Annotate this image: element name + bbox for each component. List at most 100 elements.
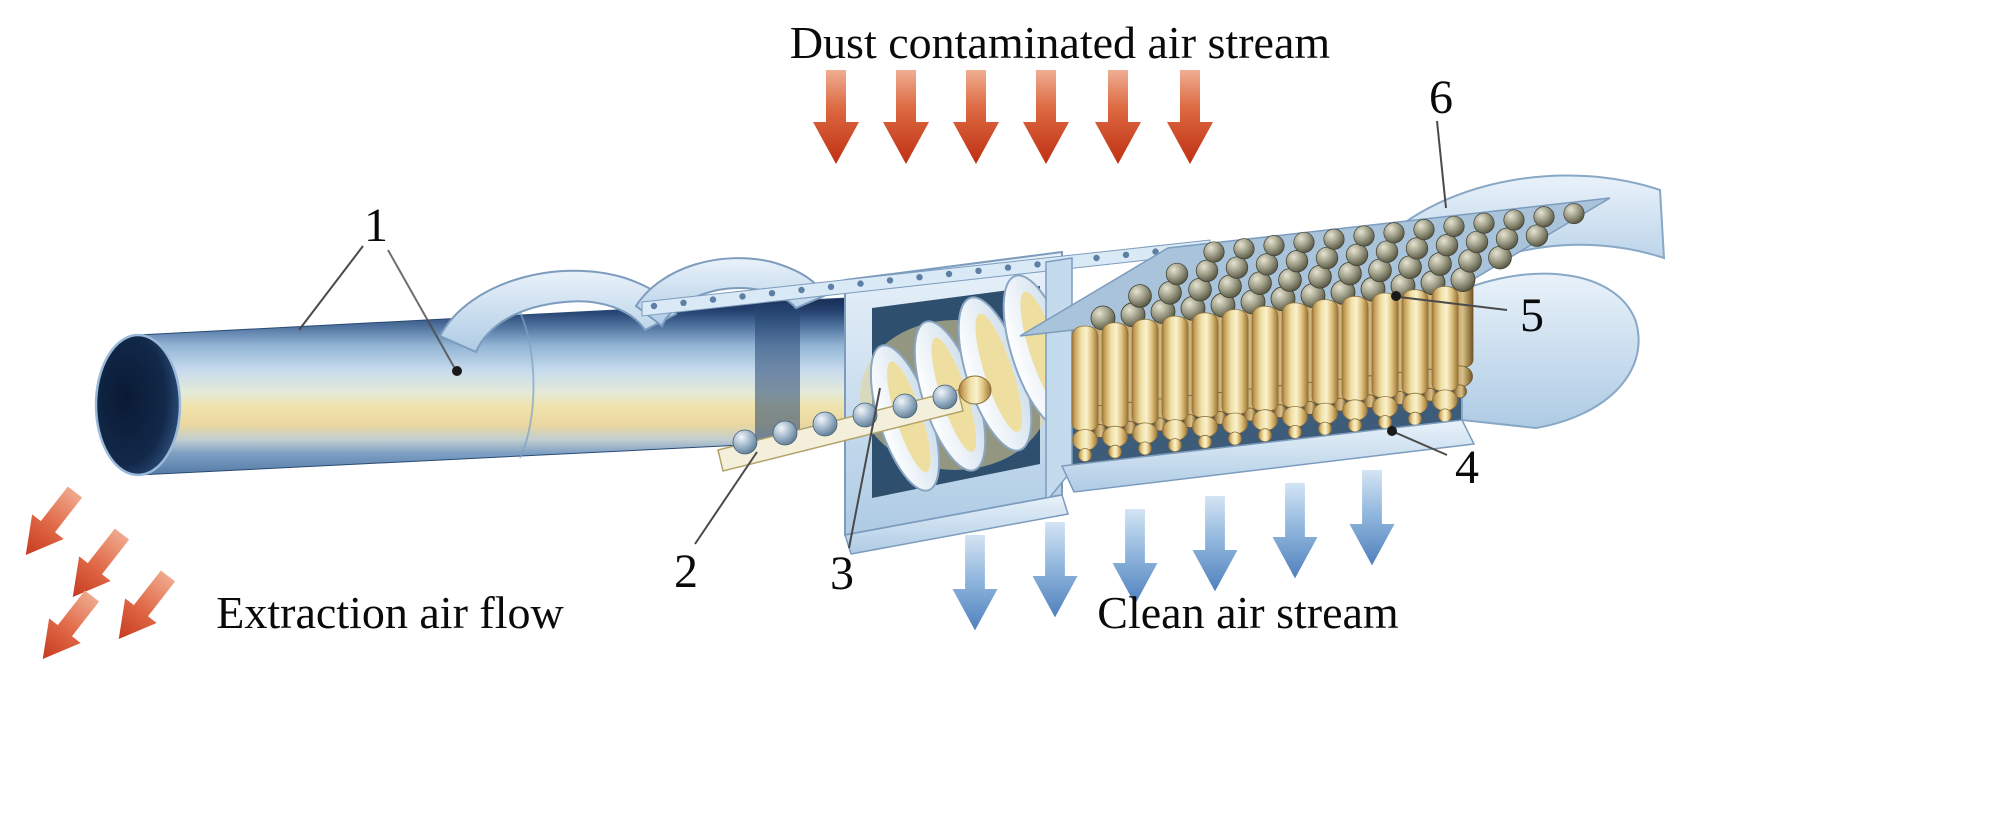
rivet [1034, 261, 1041, 268]
extraction-arrow [102, 563, 184, 652]
rivet [857, 280, 864, 287]
clean-arrow [1192, 496, 1238, 592]
duct-open-end [94, 333, 182, 477]
leader-5 [1398, 296, 1508, 311]
cyclone-cap [1195, 259, 1219, 282]
leader-1b [387, 249, 455, 368]
duct-seam [519, 311, 535, 459]
dust-arrow [813, 70, 859, 164]
cyclone-cap [1443, 215, 1465, 237]
rivet [1093, 254, 1100, 262]
cyclone-cap [1413, 219, 1435, 241]
cyclone-cap [1525, 224, 1549, 247]
rivet [1152, 248, 1159, 255]
rivet [1004, 264, 1012, 271]
cyclone-cap [1533, 206, 1555, 228]
duct-junction-band [755, 302, 800, 456]
dust-arrows [813, 70, 1213, 164]
cyclone-tube [1431, 285, 1459, 423]
rivet [1122, 251, 1130, 258]
part4-anchor-dot [1387, 426, 1397, 436]
rivet [680, 299, 687, 306]
clean-label: Clean air stream [1097, 587, 1399, 638]
cyclone-cap [1353, 225, 1375, 247]
part-number-4: 4 [1455, 441, 1479, 494]
extraction-arrow [56, 521, 138, 610]
rivet [827, 283, 835, 290]
cyclone-tube [1161, 315, 1189, 453]
cyclone-cap [1563, 203, 1585, 225]
rivet [886, 277, 894, 284]
valve-ball [892, 393, 918, 419]
part5-anchor-dot [1391, 291, 1401, 301]
leader-1a [298, 245, 364, 331]
leader-lines [298, 120, 1508, 549]
cyclone-cap [1293, 231, 1315, 253]
valve-ball [732, 429, 758, 455]
cyclone-tube [1281, 302, 1309, 439]
valve-ball [812, 411, 838, 437]
cyclone-cap [1128, 284, 1152, 308]
part-number-6: 6 [1429, 71, 1453, 124]
rod-end-cylinder [958, 375, 992, 405]
part-number-3: 3 [830, 547, 854, 600]
clean-arrow [1272, 483, 1318, 579]
part-number-5: 5 [1520, 289, 1544, 342]
part1-anchor-dot [452, 366, 462, 376]
cyclone-tube [1101, 322, 1129, 459]
rivet [768, 290, 776, 297]
rivet [650, 302, 658, 310]
cyclone-tube [1371, 292, 1399, 429]
leader-4 [1393, 431, 1448, 456]
dust-arrow [1095, 70, 1141, 164]
cyclone-tube [1311, 299, 1339, 436]
clean-arrow [1032, 522, 1078, 618]
cyclone-cap [1495, 227, 1519, 250]
clean-arrow [952, 535, 998, 631]
cyclone-tube [1341, 295, 1369, 433]
cyclone-cap [1435, 234, 1459, 257]
extraction-label: Extraction air flow [216, 587, 564, 638]
extraction-arrow [26, 583, 108, 672]
cyclone-tube [1221, 309, 1249, 446]
valve-rod-assembly [717, 375, 992, 472]
cyclone-tube [1131, 318, 1159, 456]
cyclone-cap [1405, 237, 1429, 260]
extraction-arrows [9, 479, 184, 672]
rivet [739, 293, 746, 300]
leader-2 [694, 451, 758, 545]
device [94, 174, 1666, 555]
cyclone-tube [1071, 325, 1099, 462]
dust-arrow [883, 70, 929, 164]
cyclone-tube [1191, 312, 1219, 449]
cyclone-cap [1263, 235, 1285, 257]
rivet [945, 270, 953, 278]
leader-6 [1436, 120, 1447, 209]
dust-stream-label: Dust contaminated air stream [790, 17, 1331, 68]
cyclone-cap [1503, 209, 1525, 231]
cyclone-cap [1165, 262, 1189, 286]
scoop-front [438, 269, 678, 354]
cyclone-cap [1375, 240, 1399, 263]
cyclone-tube [1401, 289, 1429, 426]
labels: Dust contaminated air stream Extraction … [216, 17, 1544, 638]
cyclone-cap [1285, 250, 1309, 273]
part-number-2: 2 [674, 545, 698, 598]
cyclone-cap [1315, 246, 1339, 270]
rivet [709, 296, 717, 303]
cyclone-cap [1233, 238, 1255, 260]
cyclone-tube [1251, 305, 1279, 443]
cyclone-cap [1203, 241, 1225, 263]
cyclone-cap [1345, 243, 1369, 266]
valve-ball [772, 420, 798, 446]
bottom-lip-right [1060, 419, 1476, 493]
dust-arrow [953, 70, 999, 164]
clean-arrow [1349, 470, 1395, 566]
dust-arrow [1167, 70, 1213, 164]
cyclone-cap [1225, 256, 1249, 279]
valve-ball [932, 384, 958, 410]
extraction-arrow [9, 479, 91, 568]
rivet [975, 267, 982, 274]
cyclone-cap [1323, 228, 1345, 250]
